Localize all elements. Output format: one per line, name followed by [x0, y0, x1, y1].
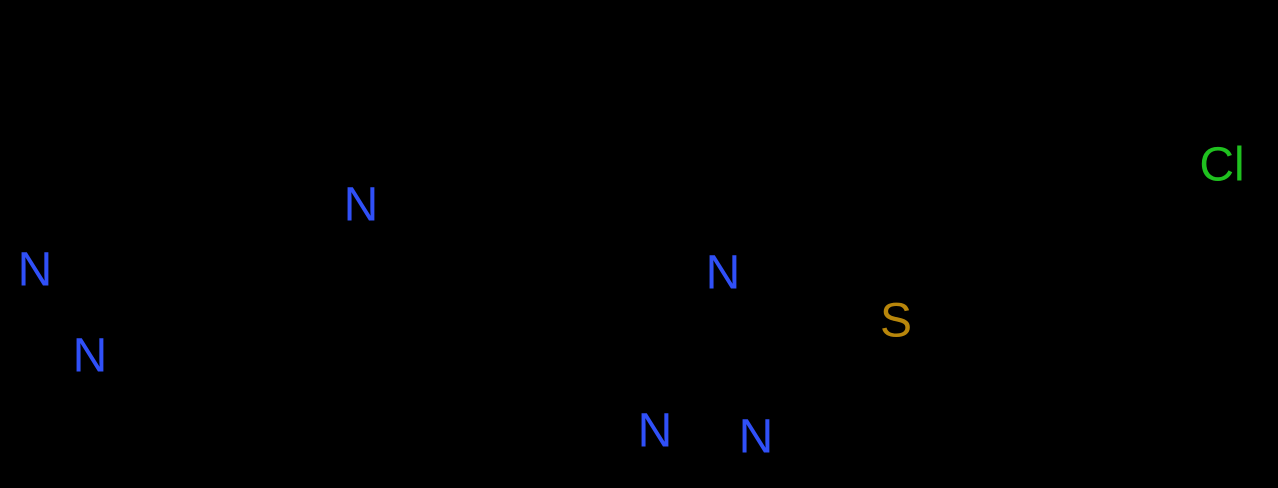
- atom-label-n: N: [739, 411, 774, 464]
- bond: [633, 273, 704, 291]
- bond: [16, 354, 72, 379]
- bond: [455, 381, 551, 395]
- atom-label-n: N: [638, 405, 673, 458]
- bond: [1157, 171, 1203, 273]
- bond: [13, 289, 34, 373]
- atom-label-n: N: [706, 247, 741, 300]
- bond: [758, 307, 818, 419]
- bond: [184, 277, 279, 291]
- bond: [359, 224, 371, 301]
- bond: [1023, 349, 1133, 365]
- bond: [366, 298, 458, 386]
- bond: [104, 278, 187, 346]
- bond: [276, 217, 349, 290]
- bond: [548, 286, 636, 394]
- bond: [815, 307, 877, 321]
- atom-label-n: N: [73, 330, 108, 383]
- bond: [628, 286, 660, 411]
- bond: [1159, 165, 1193, 175]
- bond: [539, 277, 635, 291]
- bond: [1126, 267, 1199, 361]
- bond: [380, 193, 453, 206]
- atom-label-n: N: [344, 179, 379, 232]
- bond: [1051, 156, 1160, 179]
- bond: [740, 278, 817, 313]
- atom-label-n: N: [18, 244, 53, 297]
- bond: [47, 199, 104, 260]
- bond: [982, 249, 1031, 352]
- bond: [910, 250, 987, 311]
- atom-label-cl: Cl: [1199, 139, 1244, 192]
- bond-layer: [13, 156, 1203, 439]
- bond: [96, 196, 187, 282]
- bond: [982, 160, 1055, 254]
- bond: [674, 429, 737, 439]
- bond: [450, 194, 542, 282]
- atom-label-s: S: [880, 295, 912, 348]
